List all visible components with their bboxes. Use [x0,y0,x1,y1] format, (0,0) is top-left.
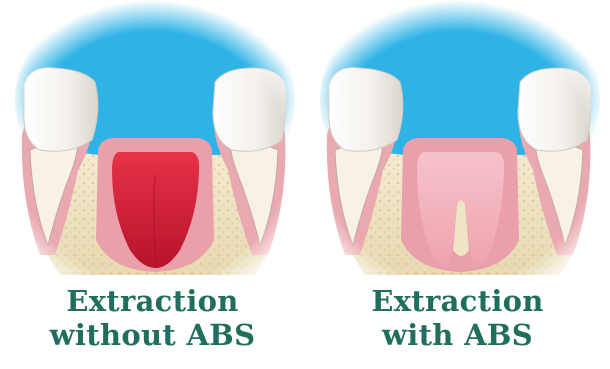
panel-without-abs: Extraction without ABS [0,0,305,369]
caption-without-abs: Extraction without ABS [0,284,305,352]
caption-line-2: without ABS [0,318,305,352]
caption-with-abs: Extraction with ABS [305,284,610,352]
panel-with-abs: Extraction with ABS [305,0,610,369]
illustration-with-abs [305,0,610,285]
caption-line-1: Extraction [305,284,610,318]
edge-vignette [0,0,305,285]
caption-line-1: Extraction [0,284,305,318]
illustration-without-abs [0,0,305,285]
edge-vignette [305,0,610,285]
caption-line-2: with ABS [305,318,610,352]
